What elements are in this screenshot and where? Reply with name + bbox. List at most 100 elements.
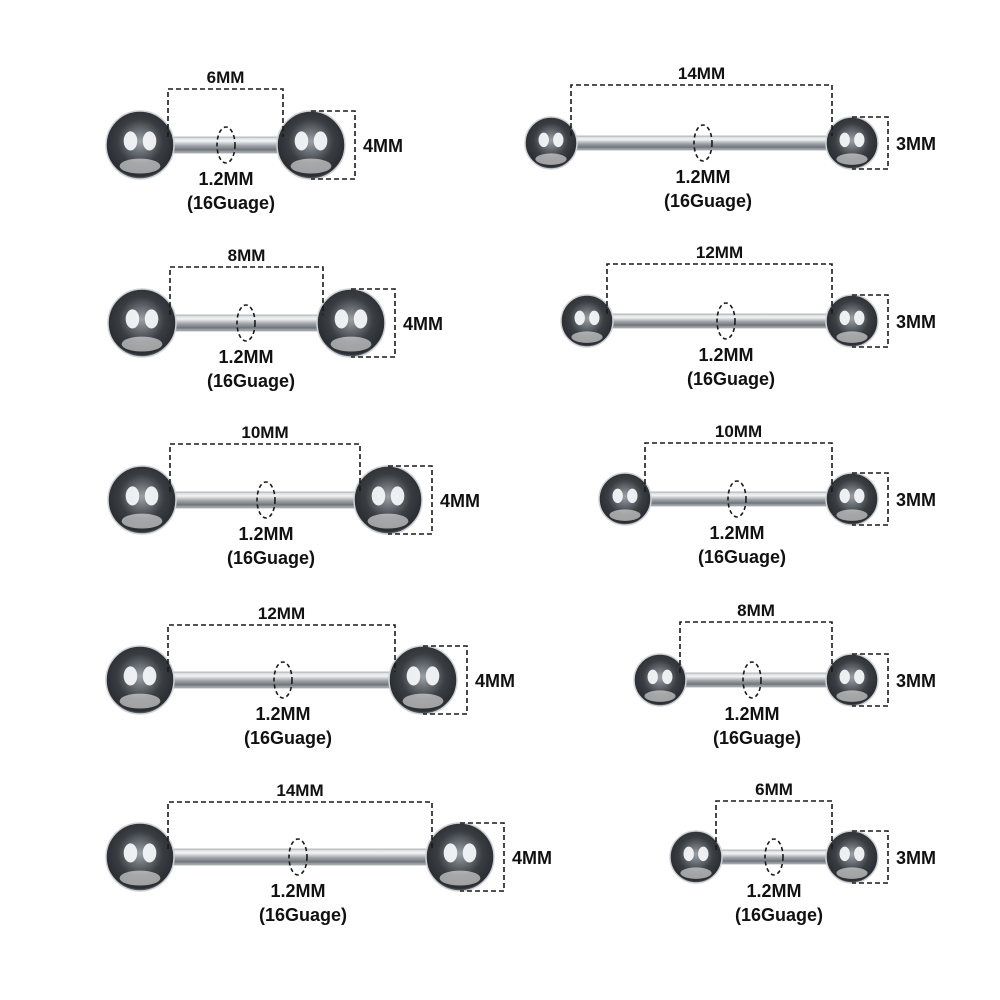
ball-end (524, 116, 578, 170)
gauge-label: 1.2MM (698, 345, 753, 365)
bar-shaft (679, 672, 833, 688)
ball-highlight (443, 843, 458, 863)
ball-highlight (854, 310, 865, 326)
ball-highlight (123, 666, 138, 686)
ball-size-bracket (852, 116, 889, 170)
bar-shaft (606, 313, 833, 329)
ball-highlight (612, 488, 623, 504)
ball-reflection (644, 690, 676, 702)
ball-highlight (854, 132, 865, 148)
ball-reflection (367, 513, 409, 529)
ball-highlight (662, 669, 673, 685)
bar-shaft (169, 491, 361, 509)
gauge-sub-label: (16Guage) (713, 728, 801, 748)
gauge-sub-label: (16Guage) (207, 371, 295, 391)
gauge-marker (273, 661, 293, 699)
ball-end (825, 472, 879, 526)
ball-reflection (119, 693, 161, 709)
gauge-sub-label: (16Guage) (664, 191, 752, 211)
length-bracket (169, 266, 324, 315)
gauge-label: 1.2MM (218, 347, 273, 367)
length-label: 10MM (715, 422, 762, 441)
gauge-sub-label: (16Guage) (244, 728, 332, 748)
ball-highlight (854, 669, 865, 685)
ball-size-label: 4MM (440, 491, 480, 511)
ball-reflection (402, 693, 444, 709)
length-label: 12MM (258, 604, 305, 623)
barbell-item: 8MM 3MM 1.2MM (16Guage) (633, 601, 936, 748)
length-bracket (606, 263, 833, 314)
ball-highlight (839, 132, 850, 148)
ball-size-label: 3MM (896, 848, 936, 868)
ball-highlight (462, 843, 477, 863)
ball-highlight (144, 309, 159, 329)
length-label: 6MM (755, 780, 793, 799)
ball-end (560, 294, 614, 348)
length-bracket (167, 88, 284, 137)
ball-reflection (119, 870, 161, 886)
gauge-marker (727, 480, 747, 518)
ball-end (276, 110, 346, 180)
ball-reflection (680, 867, 712, 879)
ball-size-label: 3MM (896, 671, 936, 691)
gauge-label: 1.2MM (709, 523, 764, 543)
ball-end (425, 822, 495, 892)
gauge-label: 1.2MM (270, 881, 325, 901)
barbell-item: 12MM 3MM 1.2MM (16Guage) (560, 243, 936, 389)
gauge-label: 1.2MM (724, 704, 779, 724)
ball-end (825, 653, 879, 707)
ball-size-label: 4MM (475, 671, 515, 691)
length-label: 12MM (696, 243, 743, 262)
ball-size-label: 4MM (363, 136, 403, 156)
bar-shaft (715, 849, 833, 865)
gauge-marker (693, 124, 713, 162)
length-bracket (715, 800, 833, 850)
ball-highlight (125, 309, 140, 329)
ball-reflection (439, 870, 481, 886)
ball-highlight (553, 132, 564, 148)
ball-end (825, 294, 879, 348)
ball-reflection (609, 509, 641, 521)
bar-shaft (169, 314, 324, 332)
ball-end (825, 116, 879, 170)
ball-highlight (371, 486, 386, 506)
ball-end (105, 822, 175, 892)
ball-size-label: 3MM (896, 312, 936, 332)
ball-end (388, 645, 458, 715)
length-bracket (169, 443, 361, 492)
bar-shaft (570, 135, 833, 151)
gauge-sub-label: (16Guage) (735, 905, 823, 925)
ball-highlight (123, 843, 138, 863)
length-bracket (167, 801, 433, 849)
ball-reflection (121, 513, 163, 529)
ball-highlight (854, 488, 865, 504)
ball-size-label: 4MM (403, 314, 443, 334)
ball-highlight (589, 310, 600, 326)
ball-size-bracket (852, 653, 889, 707)
ball-highlight (144, 486, 159, 506)
ball-size-label: 3MM (896, 490, 936, 510)
gauge-marker (742, 661, 762, 699)
length-label: 8MM (737, 601, 775, 620)
gauge-marker (236, 304, 256, 342)
gauge-sub-label: (16Guage) (687, 369, 775, 389)
ball-highlight (839, 669, 850, 685)
ball-reflection (535, 153, 567, 165)
ball-size-bracket (852, 472, 889, 526)
length-label: 10MM (241, 423, 288, 442)
ball-highlight (538, 132, 549, 148)
gauge-marker (216, 126, 236, 164)
length-label: 14MM (678, 64, 725, 83)
ball-highlight (683, 846, 694, 862)
ball-reflection (290, 158, 332, 174)
ball-end (598, 472, 652, 526)
ball-highlight (627, 488, 638, 504)
gauge-marker (288, 838, 308, 876)
ball-highlight (125, 486, 140, 506)
ball-highlight (425, 666, 440, 686)
